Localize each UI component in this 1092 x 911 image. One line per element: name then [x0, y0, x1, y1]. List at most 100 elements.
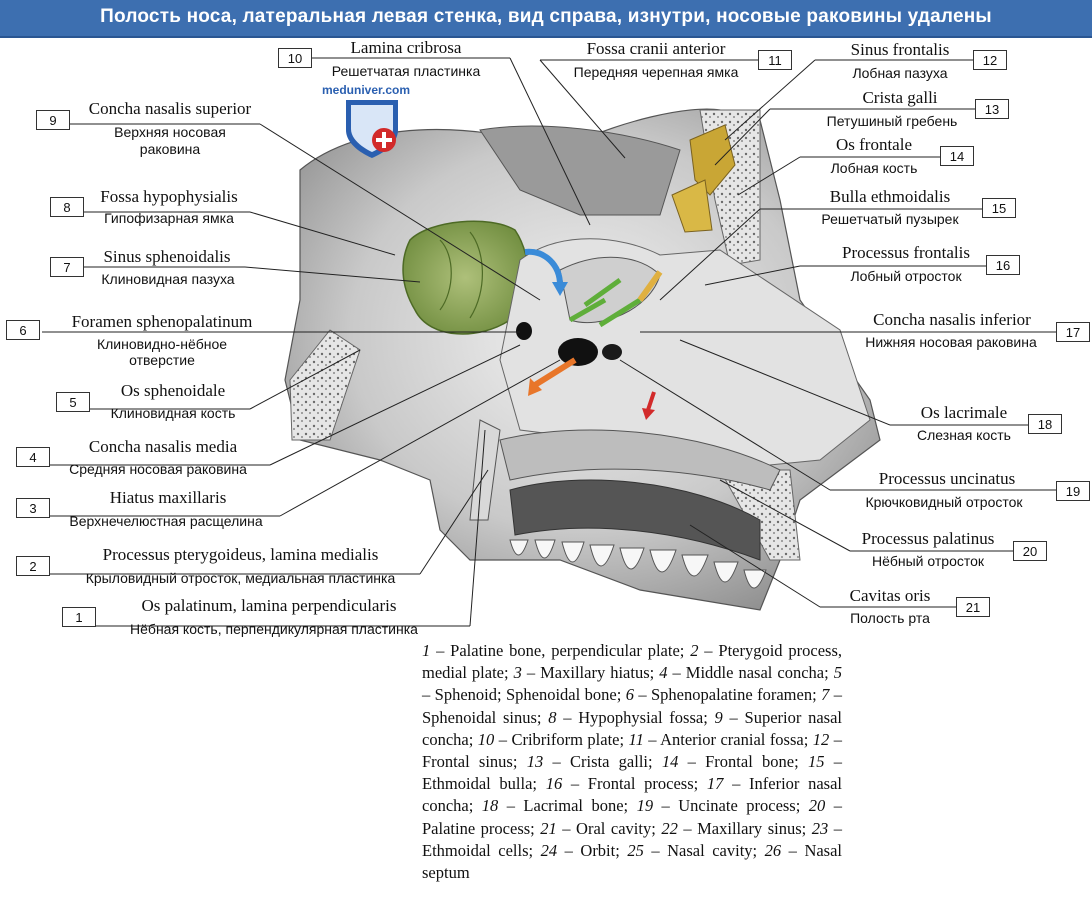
label-russian-6: Клиновидно-нёбное [96, 336, 228, 352]
crista-galli [689, 124, 736, 196]
callout-number-2: 2 [16, 556, 50, 576]
legend-text: – Ethmoidal cells; [422, 818, 843, 860]
label-russian-5: Клиновидная кость [110, 405, 236, 421]
label-latin-14: Os frontale [835, 135, 912, 154]
hard-palate [499, 429, 781, 491]
legend-text: – Pterygoid process, medial plate; [422, 641, 842, 683]
label-latin-1: Os palatinum, lamina perpendicularis [141, 596, 397, 615]
label-russian-3: Верхнечелюстная расщелина [69, 513, 263, 529]
legend-text: – Sphenopalatine foramen; [633, 685, 822, 705]
legend-num: 13 [526, 752, 544, 772]
label-latin-16: Processus frontalis [842, 243, 970, 262]
callout-number-18: 18 [1028, 414, 1062, 434]
callout-number-9: 9 [36, 110, 70, 130]
legend-text: – Maxillary sinus; [677, 818, 812, 838]
legend-text: – Lacrimal bone; [498, 796, 637, 816]
callout-number-11: 11 [758, 50, 792, 70]
legend-text: – Middle nasal concha; [667, 663, 834, 683]
legend-num: 3 [513, 663, 522, 683]
foramen-sphenopalatinum [516, 322, 532, 340]
legend-text: – Superior nasal concha; [422, 707, 842, 749]
header-bar: Полость носа, латеральная левая стенка, … [0, 0, 1092, 38]
airflow-arrow-yellow [637, 270, 663, 302]
callout-number-10: 10 [278, 48, 312, 68]
label-russian-20: Нёбный отросток [871, 553, 985, 569]
legend-text: – Orbit; [557, 840, 628, 860]
legend-text: – Oral cavity; [556, 818, 662, 838]
watermark-text: meduniver.com [322, 83, 411, 97]
label-russian-4: Средняя носовая раковина [69, 461, 247, 477]
airflow-arrow-red [646, 391, 656, 411]
callout-number-4: 4 [16, 447, 50, 467]
label-russian-11: Передняя черепная ямка [573, 64, 739, 80]
label-latin-11: Fossa cranii anterior [586, 39, 726, 58]
label-latin-4: Concha nasalis media [88, 437, 238, 456]
legend-text: – Frontal bone; [678, 752, 808, 772]
label-russian-17: Нижняя носовая раковина [865, 334, 1037, 350]
nasolacrimal-opening [602, 344, 622, 360]
legend-num: 6 [625, 685, 634, 705]
label-latin-2: Processus pterygoideus, lamina medialis [102, 545, 379, 564]
callout-number-3: 3 [16, 498, 50, 518]
oral-cavity [509, 479, 761, 561]
legend-num: 15 [807, 752, 825, 772]
anterior-cranial-fossa [479, 125, 681, 216]
legend-text: – Sphenoid; Sphenoidal bone; [422, 685, 626, 705]
legend-num: 8 [548, 707, 557, 727]
legend-text: – Maxillary hiatus; [521, 663, 660, 683]
page-title: Полость носа, латеральная левая стенка, … [100, 6, 992, 27]
callout-number-12: 12 [973, 50, 1007, 70]
label-latin-13: Crista galli [862, 88, 938, 107]
label-latin-10: Lamina cribrosa [350, 38, 462, 57]
callout-number-19: 19 [1056, 481, 1090, 501]
callout-number-7: 7 [50, 257, 84, 277]
airflow-arrow-blue [524, 248, 563, 286]
label-latin-8: Fossa hypophysialis [100, 187, 238, 206]
label-latin-20: Processus palatinus [861, 529, 995, 548]
legend-text: – Nasal septum [422, 840, 843, 883]
label-russian-21: Полость рта [850, 610, 930, 626]
legend-num: 10 [477, 729, 495, 749]
legend-num: 25 [627, 840, 644, 860]
legend-num: 20 [808, 796, 826, 816]
label-russian-8: Гипофизарная ямка [104, 210, 234, 226]
legend-text: – Frontal process; [562, 774, 707, 794]
label-russian-7: Клиновидная пазуха [101, 271, 235, 287]
label-russian-12: Лобная пазуха [852, 65, 948, 81]
legend-text: – Ethmoidal bulla; [422, 752, 842, 794]
legend-num: 22 [661, 818, 678, 838]
legend-num: 11 [628, 729, 644, 749]
callout-number-17: 17 [1056, 322, 1090, 342]
legend-num: 16 [545, 774, 563, 794]
label-latin-7: Sinus sphenoidalis [103, 247, 231, 266]
label-latin-21: Cavitas oris [849, 586, 931, 605]
label-russian-1: Нёбная кость, перпендикулярная пластинка [130, 621, 418, 637]
legend-num: 24 [540, 840, 558, 860]
legend-text: – Anterior cranial fossa; [643, 729, 813, 749]
callout-number-8: 8 [50, 197, 84, 217]
label-russian-19: Крючковидный отросток [865, 494, 1023, 510]
label-russian-13: Петушиный гребень [826, 113, 958, 129]
meduniver-logo [346, 100, 398, 158]
legend-text: – Nasal cavity; [643, 840, 765, 860]
callout-number-21: 21 [956, 597, 990, 617]
callout-number-13: 13 [975, 99, 1009, 119]
label-latin-17: Concha nasalis inferior [873, 310, 1031, 329]
label-latin-6: Foramen sphenopalatinum [71, 312, 253, 331]
legend-num: 1 [422, 641, 431, 660]
legend-num: 12 [812, 729, 830, 749]
airflow-arrow-orange [533, 357, 577, 388]
callout-number-14: 14 [940, 146, 974, 166]
label-russian-14: Лобная кость [830, 160, 918, 176]
teeth [509, 539, 767, 589]
legend-text: – Inferior nasal concha; [422, 774, 842, 816]
leader-lines [42, 57, 1058, 627]
legend-num: 26 [764, 840, 782, 860]
legend-num: 17 [706, 774, 724, 794]
label-russian-18: Слезная кость [917, 427, 1011, 443]
label-latin-12: Sinus frontalis [850, 40, 950, 59]
label-latin-18: Os lacrimale [920, 403, 1008, 422]
label-russian-10: Решетчатая пластинка [331, 63, 481, 79]
callout-number-5: 5 [56, 392, 90, 412]
